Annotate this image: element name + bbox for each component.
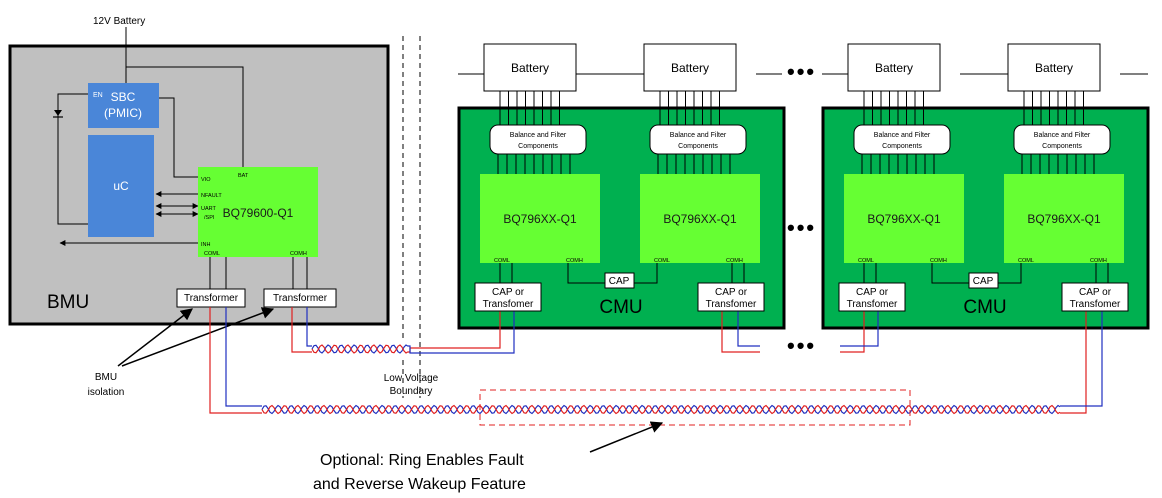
bq796xx-chip-3	[844, 174, 964, 263]
cap-or-transformer-4	[1061, 282, 1129, 312]
pin-uart: UART	[201, 206, 217, 212]
uc-label: uC	[113, 179, 129, 193]
pin-spi: /SPI	[204, 215, 215, 221]
bq796xx-comh-4: COMH	[1090, 258, 1107, 264]
balance-label-3: Balance and Filter	[874, 132, 931, 139]
battery-label-1: Battery	[511, 61, 549, 75]
cap-or-label-2: CAP or	[715, 287, 748, 298]
balance-filter-box-1	[489, 124, 587, 155]
bmu-isolation-label-1: BMU	[95, 372, 117, 383]
bq796xx-label-2: BQ796XX-Q1	[663, 212, 737, 226]
transformer-label-cmu-2: Transfomer	[706, 299, 757, 310]
cap-label-2: CAP	[973, 276, 994, 287]
diode-icon	[54, 110, 62, 116]
battery-label-3: Battery	[875, 61, 913, 75]
balance-filter-box-2	[649, 124, 747, 155]
bq796xx-coml-1: COML	[494, 258, 510, 264]
bq796xx-comh-3: COMH	[930, 258, 947, 264]
cap-label-1: CAP	[609, 276, 630, 287]
battery-label-4: Battery	[1035, 61, 1073, 75]
pin-coml: COML	[204, 251, 220, 257]
cap-or-label-1: CAP or	[492, 287, 525, 298]
cap-or-label-3: CAP or	[856, 287, 889, 298]
pin-inh: INH	[201, 242, 211, 248]
battery-box-4	[1007, 43, 1101, 92]
battery-box-3	[847, 43, 941, 92]
transformer-label-2: Transformer	[273, 293, 328, 304]
cap-or-transformer-3	[838, 282, 906, 312]
transformer-label-cmu-1: Transfomer	[483, 299, 534, 310]
components-label-3: Components	[882, 143, 922, 150]
balance-filter-box-4	[1013, 124, 1111, 155]
optional-arrow	[589, 421, 664, 453]
cap-or-label-4: CAP or	[1079, 287, 1112, 298]
cap-or-transformer-1	[474, 282, 542, 312]
bmu-label: BMU	[47, 292, 89, 313]
bq796xx-coml-4: COML	[1018, 258, 1034, 264]
bq796xx-coml-3: COML	[858, 258, 874, 264]
comh-blue-wire	[306, 307, 515, 354]
balance-filter-box-3	[853, 124, 951, 155]
bq796xx-label-3: BQ796XX-Q1	[867, 212, 941, 226]
battery-box-2	[643, 43, 737, 92]
transformer-label-cmu-3: Transfomer	[847, 299, 898, 310]
diode-wire	[57, 93, 88, 225]
bmu-transformer-low	[176, 288, 246, 308]
sbc-pmic-block	[88, 83, 159, 128]
bq79600-label: BQ79600-Q1	[223, 206, 294, 220]
bmu-isolation-label-2: isolation	[88, 387, 125, 398]
transformer-label-cmu-4: Transfomer	[1070, 299, 1121, 310]
bq796xx-comh-2: COMH	[726, 258, 743, 264]
lv-boundary-label-1: Low Voltage	[384, 373, 439, 384]
cmu-ellipsis-1: •••	[787, 215, 816, 240]
isolation-arrow-2	[121, 307, 275, 367]
sbc-pmic-label: (PMIC)	[104, 106, 142, 120]
bq796xx-label-4: BQ796XX-Q1	[1027, 212, 1101, 226]
cap-or-transformer-2	[697, 282, 765, 312]
balance-label-4: Balance and Filter	[1034, 132, 1091, 139]
optional-ring-highlight	[479, 389, 911, 426]
pin-bat: BAT	[238, 173, 249, 179]
battery-label-2: Battery	[671, 61, 709, 75]
cmu-ellipsis-2: •••	[787, 333, 816, 358]
cmu-label-1: CMU	[599, 297, 642, 318]
components-label-4: Components	[1042, 143, 1082, 150]
en-pin-label: EN	[93, 92, 103, 99]
isolation-arrow-1	[117, 308, 193, 367]
battery-ellipsis: •••	[787, 59, 816, 84]
optional-label-2: and Reverse Wakeup Feature	[313, 476, 526, 493]
twisted-pair-top	[311, 340, 409, 358]
bq796xx-chip-4	[1004, 174, 1124, 263]
bq796xx-label-1: BQ796XX-Q1	[503, 212, 577, 226]
bq796xx-chip-1	[480, 174, 600, 263]
bq79600-chip	[198, 167, 318, 257]
twisted-pair-bottom	[261, 401, 1061, 418]
sbc-label: SBC	[111, 90, 136, 104]
bmu-transformer-high	[263, 288, 337, 308]
cap-2	[968, 272, 999, 289]
lv-boundary-label-2: Boundary	[390, 386, 433, 397]
battery-box-1	[483, 43, 577, 92]
balance-label-2: Balance and Filter	[670, 132, 727, 139]
cap-1	[604, 272, 635, 289]
pin-nfault: NFAULT	[201, 193, 222, 199]
bat-supply-wire	[126, 66, 244, 168]
bq796xx-comh-1: COMH	[566, 258, 583, 264]
pin-comh: COMH	[290, 251, 307, 257]
components-label-2: Components	[678, 143, 718, 150]
microcontroller-block	[88, 135, 154, 237]
12v-battery-label: 12V Battery	[93, 16, 145, 27]
bq796xx-coml-2: COML	[654, 258, 670, 264]
cmu-label-2: CMU	[963, 297, 1006, 318]
balance-label-1: Balance and Filter	[510, 132, 567, 139]
transformer-label-1: Transformer	[184, 293, 239, 304]
pin-vio: VIO	[201, 177, 211, 183]
optional-label-1: Optional: Ring Enables Fault	[320, 452, 524, 469]
components-label-1: Components	[518, 143, 558, 150]
bq796xx-chip-2	[640, 174, 760, 263]
